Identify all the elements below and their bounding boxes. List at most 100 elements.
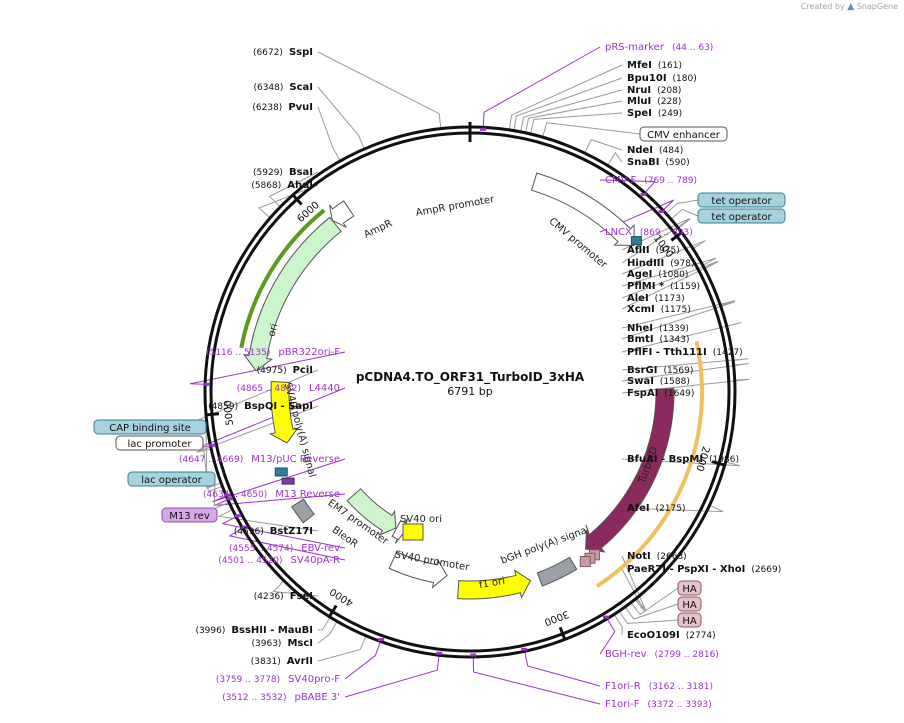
feature-box-ha[interactable] [677, 612, 702, 628]
site-pcii[interactable]: (4975)PciI [257, 365, 313, 376]
site-paer7i-pspxi-xhoi[interactable]: PaeR7I - PspXI - XhoI(2669) [627, 564, 781, 575]
feature-box-label: M13 rev [169, 511, 210, 522]
feature-box-m13-rev[interactable] [161, 507, 218, 523]
feature-f1-ori[interactable] [457, 569, 532, 600]
primer-cmv-f[interactable]: CMV-F(769 .. 789) [605, 175, 697, 186]
site-name: NotI [627, 551, 651, 562]
feature-box-tet-operator[interactable] [697, 208, 786, 224]
feature-box-cmv-enhancer[interactable] [639, 126, 728, 142]
primer-f1ori-f[interactable]: F1ori-F(3372 .. 3393) [605, 699, 712, 710]
primer-mark [436, 651, 443, 655]
site-name: BfuAI - BspMI [627, 454, 703, 465]
feature-box-lac-operator[interactable] [127, 471, 216, 487]
site-fspai[interactable]: FspAI(1649) [627, 388, 694, 399]
site-xcmi[interactable]: XcmI(1175) [627, 304, 691, 315]
site-bpu10i[interactable]: Bpu10I(180) [627, 73, 697, 84]
site-bsai[interactable]: (5929)BsaI [253, 167, 313, 178]
feature-ori[interactable] [268, 381, 299, 444]
site-pflmi[interactable]: PflMI *(1159) [627, 281, 700, 292]
primer-pbabe-3[interactable]: (3512 .. 3532)pBABE 3' [222, 692, 340, 703]
site-afei[interactable]: AfeI(2175) [627, 503, 686, 514]
site-position: (484) [659, 146, 683, 156]
site-position: (5868) [251, 181, 281, 191]
leader-line [621, 301, 736, 340]
site-ndei[interactable]: NdeI(484) [627, 145, 683, 156]
primer-f1ori-r[interactable]: F1ori-R(3162 .. 3181) [605, 681, 713, 692]
feature-ampr[interactable] [242, 216, 342, 372]
tick-mark [291, 193, 303, 206]
site-position: (590) [665, 158, 689, 168]
feature-ampr-promoter[interactable] [329, 200, 355, 228]
sv40-ori-box[interactable] [402, 523, 424, 541]
feature-box-cap-binding-site[interactable] [93, 419, 207, 435]
feature-box-lac-promoter[interactable] [115, 435, 204, 451]
primer-position: (3512 .. 3532) [222, 693, 286, 703]
leader-line [205, 426, 222, 489]
site-bmti[interactable]: BmtI(1343) [627, 334, 689, 345]
leader-line [317, 86, 365, 150]
feature-turboid[interactable] [585, 388, 675, 553]
site-nhei[interactable]: NheI(1339) [627, 323, 689, 334]
primer-name: BGH-rev [605, 649, 647, 660]
primer-name: pRS-marker [605, 42, 665, 53]
site-sspi[interactable]: (6672)SspI [253, 47, 313, 58]
feature-cmv-promoter[interactable] [530, 172, 635, 246]
feature-sv40-promoter[interactable] [388, 551, 448, 589]
site-name: AhdI [287, 180, 313, 191]
feature-label-bgh: bGH poly(A) signal [499, 524, 590, 566]
primer-l4440[interactable]: (4865 .. 4882)L4440 [237, 383, 340, 394]
feature-box-tet-operator[interactable] [697, 192, 786, 208]
site-noti[interactable]: NotI(2663) [627, 551, 687, 562]
site-name: SwaI [627, 376, 654, 387]
primer-bgh-rev[interactable]: BGH-rev(2799 .. 2816) [605, 649, 719, 660]
site-snabi[interactable]: SnaBI(590) [627, 157, 690, 168]
primer-name: F1ori-F [605, 699, 640, 710]
site-agei[interactable]: AgeI(1080) [627, 269, 688, 280]
site-name: FseI [290, 591, 313, 602]
feature-bgh-poly-a-signal[interactable] [536, 556, 578, 587]
feature-sv40-poly-a-signal[interactable] [291, 498, 315, 524]
leader-line [542, 122, 641, 138]
primer-name: SV40pro-F [288, 674, 340, 685]
site-ecoo109i[interactable]: EcoO109I(2774) [627, 630, 716, 641]
leader-line [524, 651, 601, 687]
site-bsrgi[interactable]: BsrGI(1569) [627, 365, 693, 376]
plasmid-name: pCDNA4.TO_ORF31_TurboID_3xHA [356, 370, 585, 385]
primer-prs-marker[interactable]: pRS-marker(44 .. 63) [605, 42, 713, 53]
site-bstz17i[interactable]: (4596)BstZ17I [234, 526, 313, 537]
leader-line [513, 77, 623, 131]
site-msci[interactable]: (3963)MscI [252, 638, 314, 649]
site-alei[interactable]: AleI(1173) [627, 293, 685, 304]
site-spei[interactable]: SpeI(249) [627, 108, 682, 119]
site-bfuai-bspmi[interactable]: BfuAI - BspMI(1986) [627, 454, 739, 465]
primer-mark [241, 525, 248, 529]
site-pflfi-tth111i[interactable]: PflFI - Tth111I(1427) [627, 347, 743, 358]
leader-line [317, 635, 367, 662]
site-fsei[interactable]: (4236)FseI [254, 591, 313, 602]
site-swai[interactable]: SwaI(1588) [627, 376, 690, 387]
primer-m13-puc-reverse[interactable]: (4647 .. 4669)M13/pUC Reverse [179, 454, 340, 465]
site-aflii[interactable]: AflII(975) [627, 245, 680, 256]
site-mlui[interactable]: MluI(228) [627, 96, 681, 107]
site-bsshii-maubi[interactable]: (3996)BssHII - MauBI [195, 625, 313, 636]
primer-ebv-rev[interactable]: (4555 .. 4574)EBV-rev [229, 543, 340, 554]
primer-m13-reverse[interactable]: (4634 .. 4650)M13 Reverse [203, 489, 340, 500]
site-bspqi-sapi[interactable]: (4859)BspQI - SapI [208, 401, 313, 412]
tick-mark [205, 412, 220, 417]
site-position: (4596) [234, 527, 264, 537]
primer-sv40pa-r[interactable]: (4501 .. 4520)SV40pA-R [218, 555, 340, 566]
site-hindiii[interactable]: HindIII(978) [627, 258, 694, 269]
feature-box-ha[interactable] [677, 596, 702, 612]
primer-lncx[interactable]: LNCX(869 .. 893) [605, 227, 693, 238]
site-avrii[interactable]: (3831)AvrII [251, 656, 313, 667]
feature-box-ha[interactable] [677, 580, 702, 596]
site-ahdi[interactable]: (5868) AhdI [251, 180, 313, 191]
primer-pbr322ori-f[interactable]: (5116 .. 5135)pBR322ori-F [206, 347, 340, 358]
site-nrui[interactable]: NruI(208) [627, 85, 681, 96]
feature-bleor[interactable] [346, 488, 397, 536]
site-mfei[interactable]: MfeI(161) [627, 60, 682, 71]
primer-sv40pro-f[interactable]: (3759 .. 3778)SV40pro-F [216, 674, 340, 685]
site-pvui[interactable]: (6238)PvuI [252, 102, 313, 113]
primer-mark [225, 493, 232, 497]
site-scai[interactable]: (6348)ScaI [253, 82, 313, 93]
